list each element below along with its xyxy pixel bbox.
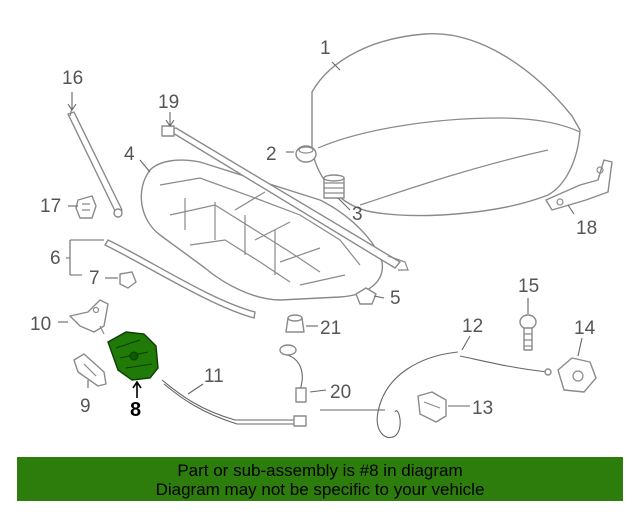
part-latch-assembly[interactable] [557,357,597,393]
part-clip-7[interactable] [119,271,137,289]
part-bumper-stop[interactable] [295,145,317,163]
callout-numbers: 1 2 3 4 5 6 7 8 9 10 11 12 13 14 15 16 1… [30,38,597,421]
callout-13: 13 [472,398,493,419]
part-weatherstrip[interactable] [104,239,256,319]
part-cable-12[interactable] [320,351,552,438]
notice-line-disclaimer: Diagram may not be specific to your vehi… [155,480,485,499]
leader-lines [58,61,583,407]
part-hood-insulator[interactable] [140,159,384,301]
part-release-cable[interactable] [161,379,307,427]
exploded-parts-diagram: 1 2 3 4 5 6 7 8 9 10 11 12 13 14 15 16 1… [30,33,613,438]
callout-11: 11 [204,366,224,387]
callout-5: 5 [390,288,401,309]
part-hood-hinge[interactable] [545,159,613,211]
callout-20: 20 [330,382,351,403]
callout-7: 7 [89,268,100,289]
part-hood-latch-highlighted[interactable] [107,331,159,381]
part-prop-rod[interactable] [67,107,123,218]
callout-6: 6 [50,248,61,269]
callout-21: 21 [320,318,341,339]
callout-14: 14 [574,318,596,339]
callout-12: 12 [462,316,483,337]
part-cushion[interactable] [323,174,345,199]
callout-9: 9 [80,396,91,417]
callout-3: 3 [352,204,363,225]
part-hood-seal[interactable] [161,125,409,271]
callout-19: 19 [158,92,179,113]
callout-2: 2 [266,144,277,165]
part-bolt[interactable] [519,314,537,351]
callout-10: 10 [30,314,51,335]
part-release-handle[interactable] [417,391,447,423]
part-hood[interactable] [311,33,581,217]
highlight-notice-banner: Part or sub-assembly is #8 in diagram Di… [17,457,623,501]
callout-18: 18 [576,218,597,239]
part-striker[interactable] [69,299,109,335]
callout-4: 4 [124,144,135,165]
callout-1: 1 [320,38,331,59]
callout-16: 16 [62,68,83,89]
part-prop-rod-clip[interactable] [75,195,97,219]
part-clip-5[interactable] [355,287,377,305]
part-grommet[interactable] [285,314,305,333]
notice-line-part-number: Part or sub-assembly is #8 in diagram [177,461,463,480]
callout-17: 17 [40,196,61,217]
callout-15: 15 [518,276,539,297]
part-sensor[interactable] [279,344,307,403]
callout-8-highlighted: 8 [130,399,141,421]
part-safety-catch[interactable] [73,353,107,387]
